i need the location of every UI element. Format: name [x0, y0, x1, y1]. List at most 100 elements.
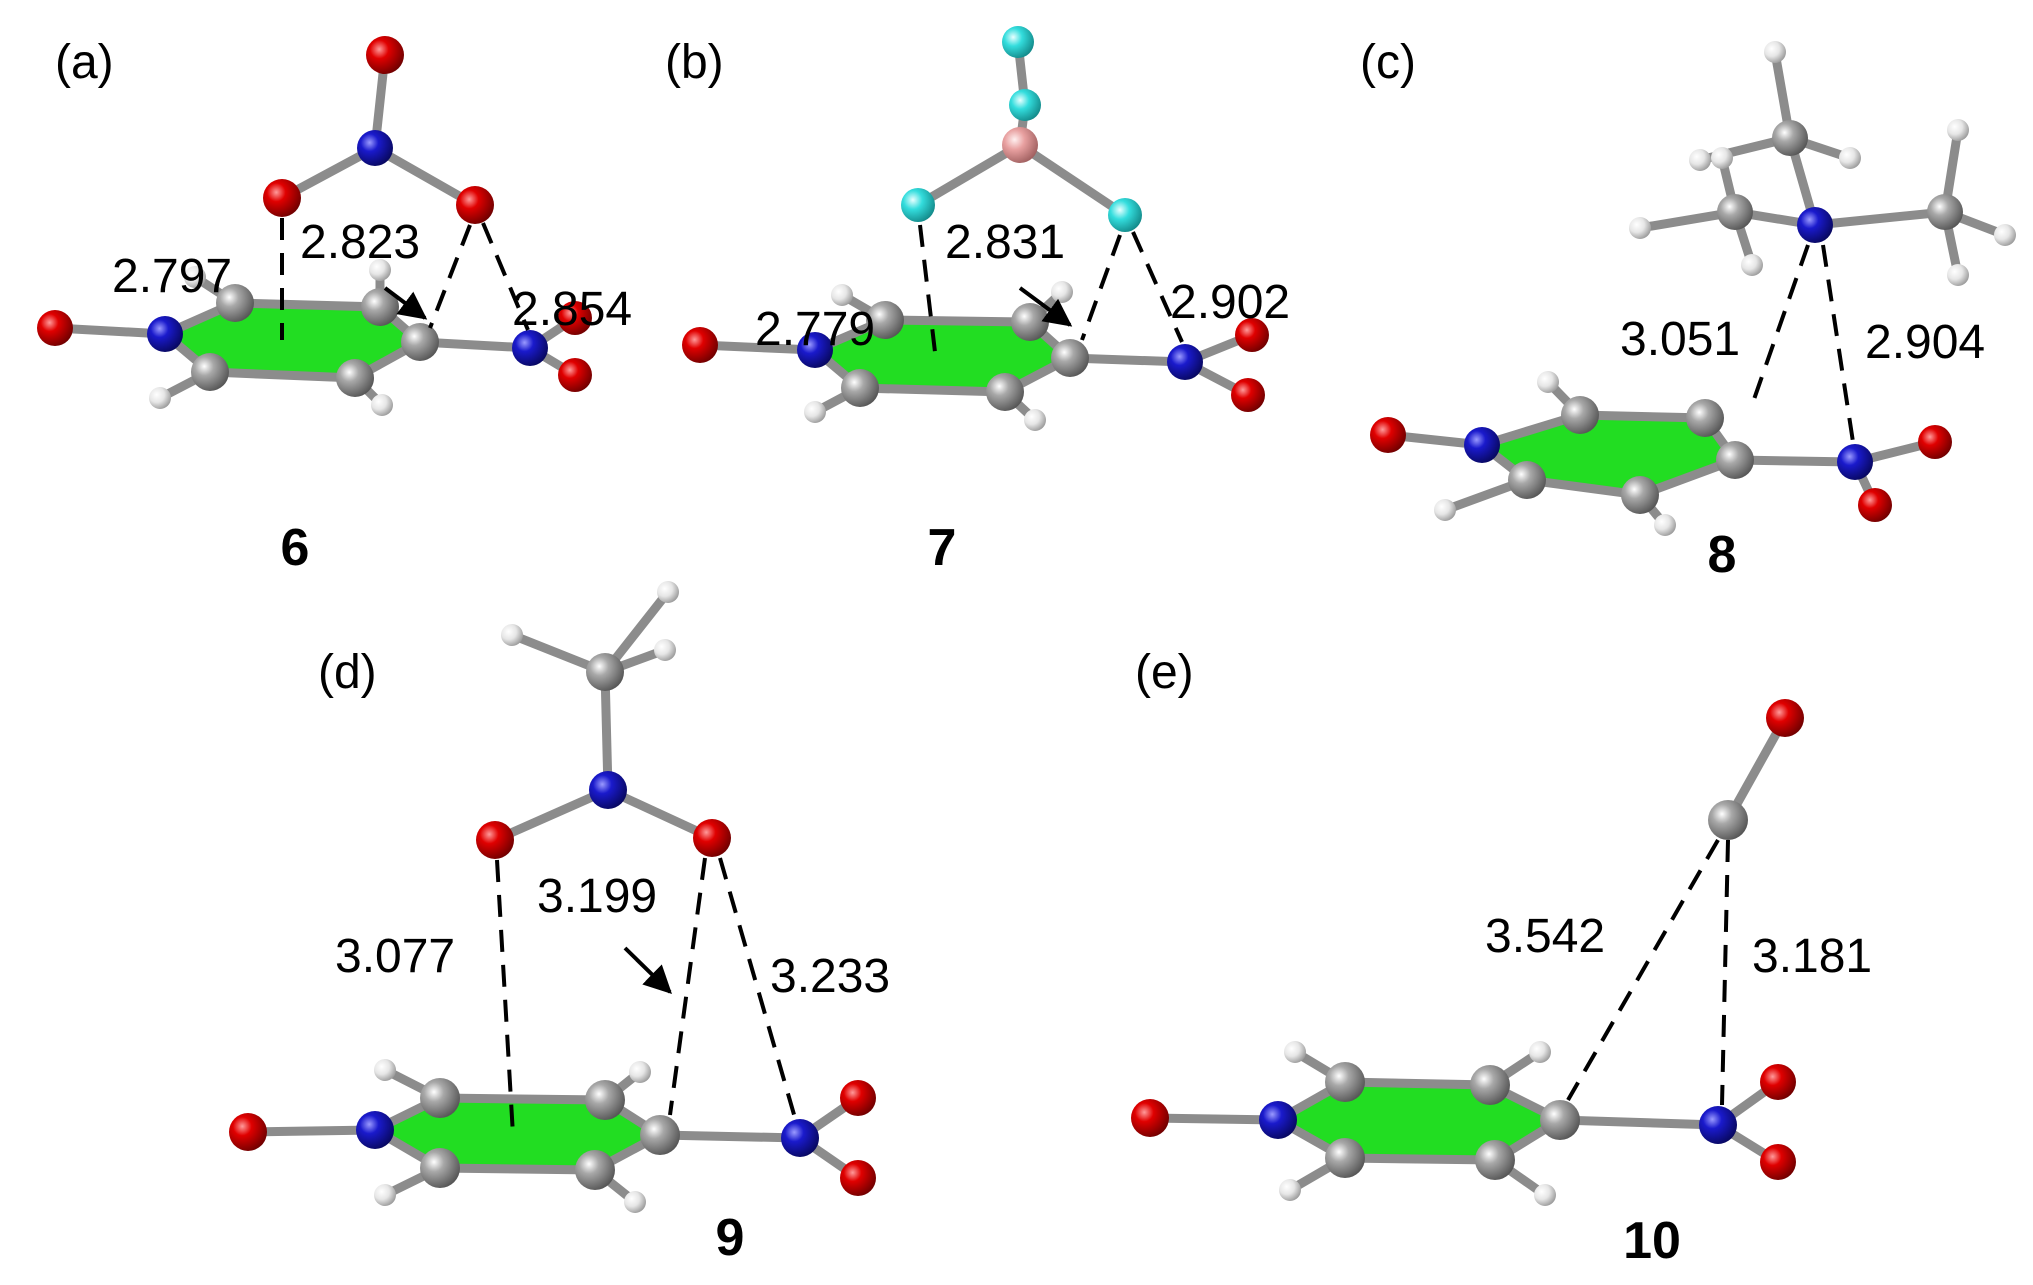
oxygen-atom: [840, 1080, 876, 1116]
boron-atom: [1002, 127, 1038, 163]
pyridine-ring-c: [1370, 371, 1952, 536]
compound-number: 8: [1708, 526, 1737, 584]
hydrogen-atom: [1051, 281, 1073, 303]
oxygen-atom: [1918, 425, 1952, 459]
panel-label: (b): [665, 36, 724, 89]
fluorine-atom: [1002, 26, 1034, 58]
carbon-atom: [640, 1115, 680, 1155]
hydrogen-atom: [1994, 224, 2016, 246]
pyridine-ring-a: [37, 259, 592, 416]
carbon-atom: [361, 288, 399, 326]
distance-label: 2.779: [755, 303, 875, 356]
nitrogen-atom: [356, 1111, 394, 1149]
nitrogen-atom: [1259, 1101, 1297, 1139]
nitrogen-atom: [781, 1119, 819, 1157]
oxygen-atom: [1370, 417, 1406, 453]
nitrogen-atom: [1699, 1106, 1737, 1144]
hydrogen-atom: [657, 581, 679, 603]
carbon-atom: [420, 1148, 460, 1188]
guest-molecule-c: [1629, 41, 2016, 286]
hydrogen-atom: [374, 1184, 396, 1206]
compound-number: 6: [281, 519, 310, 577]
carbon-atom: [1325, 1062, 1365, 1102]
panel-label: (c): [1360, 36, 1416, 89]
hydrogen-atom: [624, 1191, 646, 1213]
hydrogen-atom: [371, 394, 393, 416]
oxygen-atom: [1858, 488, 1892, 522]
oxygen-atom: [1766, 699, 1804, 737]
pyridine-ring-d: [229, 1059, 876, 1213]
arrow: [623, 946, 673, 994]
guest-molecule-d: [476, 581, 731, 859]
carbon-atom: [1011, 303, 1049, 341]
panel-label: (e): [1135, 646, 1194, 699]
guest-molecule-e: [1708, 699, 1804, 840]
carbon-atom: [1508, 461, 1546, 499]
contact-lines: [495, 857, 797, 1136]
fluorine-atom: [1009, 89, 1041, 121]
carbon-atom: [1717, 194, 1753, 230]
hydrogen-atom: [1711, 147, 1733, 169]
oxygen-atom: [1760, 1064, 1796, 1100]
oxygen-atom: [1760, 1144, 1796, 1180]
panel-a: (a) 2.797 2.823 2.854 6: [37, 36, 632, 577]
oxygen-atom: [693, 819, 731, 857]
hydrogen-atom: [1947, 119, 1969, 141]
oxygen-atom: [456, 186, 494, 224]
hydrogen-atom: [1434, 499, 1456, 521]
carbon-atom: [866, 301, 904, 339]
hydrogen-atom: [184, 266, 206, 288]
carbon-atom: [841, 369, 879, 407]
panel-b: (b) 2.779 2.831 2.902 7: [665, 26, 1290, 577]
hydrogen-atom: [1654, 514, 1676, 536]
hydrogen-atom: [374, 1059, 396, 1081]
arrow: [383, 286, 428, 320]
contact-lines: [280, 218, 530, 340]
hydrogen-atom: [1741, 254, 1763, 276]
nitrogen-atom: [1797, 207, 1833, 243]
contact-lines: [918, 224, 1184, 353]
pyridine-ring-e: [1131, 1041, 1796, 1206]
distance-label: 3.233: [770, 950, 890, 1003]
distance-label: 2.831: [945, 216, 1065, 269]
oxygen-atom: [229, 1113, 267, 1151]
carbon-atom: [336, 359, 374, 397]
oxygen-atom: [682, 327, 718, 363]
nitrogen-atom: [589, 771, 627, 809]
distance-label: 2.823: [300, 216, 420, 269]
carbon-atom: [986, 373, 1024, 411]
distance-label: 3.051: [1620, 313, 1740, 366]
distance-label: 2.902: [1170, 276, 1290, 329]
nitrogen-atom: [797, 332, 833, 368]
nitrogen-atom: [147, 316, 183, 352]
distance-label: 2.854: [512, 283, 632, 336]
hydrogen-atom: [629, 1061, 651, 1083]
carbon-atom: [1540, 1100, 1580, 1140]
carbon-atom: [1927, 194, 1963, 230]
carbon-atom: [1470, 1065, 1510, 1105]
fluorine-atom: [901, 188, 935, 222]
contact-lines: [1750, 244, 1855, 443]
carbon-atom: [1708, 800, 1748, 840]
carbon-atom: [191, 353, 229, 391]
hydrogen-atom: [804, 401, 826, 423]
hydrogen-atom: [1764, 41, 1786, 63]
nitrogen-atom: [357, 130, 393, 166]
panel-c: (c) 3.051 2.904 8: [1360, 36, 2016, 584]
carbon-atom: [586, 653, 624, 691]
pyridine-ring-b: [682, 281, 1269, 431]
distance-label: 2.797: [112, 250, 232, 303]
carbon-atom: [1325, 1138, 1365, 1178]
panel-label: (d): [318, 646, 377, 699]
carbon-atom: [216, 284, 254, 322]
nitrogen-atom: [1837, 444, 1873, 480]
carbon-atom: [1051, 339, 1089, 377]
distance-label: 3.542: [1485, 910, 1605, 963]
distance-label: 2.904: [1865, 316, 1985, 369]
carbon-atom: [1686, 399, 1724, 437]
hydrogen-atom: [149, 387, 171, 409]
hydrogen-atom: [1689, 149, 1711, 171]
oxygen-atom: [1231, 378, 1265, 412]
carbon-atom: [1621, 476, 1659, 514]
